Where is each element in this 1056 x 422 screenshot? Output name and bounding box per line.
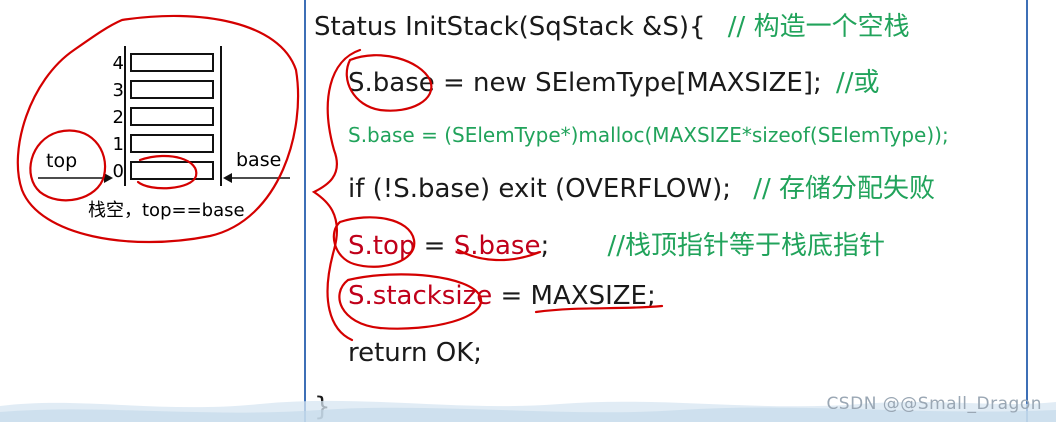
code-comment: // 存储分配失败 bbox=[753, 174, 936, 204]
stack-diagram: 4 3 2 1 0 top base 栈空，top==base bbox=[0, 0, 300, 422]
bottom-wave-decoration bbox=[0, 400, 1056, 422]
base-arrow-head bbox=[223, 173, 232, 183]
code-lhs: S.stacksize bbox=[348, 281, 493, 311]
code-comment: // 构造一个空栈 bbox=[727, 12, 910, 42]
code-text: return OK; bbox=[348, 338, 483, 368]
code-text: Status InitStack(SqStack &S){ bbox=[314, 12, 706, 42]
code-line-4: if (!S.base) exit (OVERFLOW); // 存储分配失败 bbox=[348, 168, 935, 205]
code-comment: //栈顶指针等于栈底指针 bbox=[607, 231, 886, 261]
code-end: ; bbox=[647, 281, 656, 311]
top-arrow-head bbox=[104, 173, 113, 183]
code-line-1: Status InitStack(SqStack &S){ // 构造一个空栈 bbox=[314, 6, 910, 43]
code-line-3: S.base = (SElemType*)malloc(MAXSIZE*size… bbox=[348, 119, 949, 149]
code-line-5: S.top = S.base; //栈顶指针等于栈底指针 bbox=[348, 225, 885, 262]
code-eq: = bbox=[415, 231, 454, 261]
code-eq: = bbox=[492, 281, 531, 311]
code-rhs: S.base bbox=[453, 231, 541, 261]
code-text: S.base = new SElemType[MAXSIZE]; bbox=[348, 68, 822, 98]
code-text: if (!S.base) exit (OVERFLOW); bbox=[348, 174, 731, 204]
code-text-alt: S.base = (SElemType*)malloc(MAXSIZE*size… bbox=[348, 123, 949, 147]
code-line-7: return OK; bbox=[348, 338, 482, 368]
code-lhs: S.top bbox=[348, 231, 416, 261]
code-comment: //或 bbox=[836, 68, 880, 98]
code-rhs: MAXSIZE bbox=[530, 281, 647, 311]
slide-margin bbox=[1028, 0, 1056, 422]
code-line-6: S.stacksize = MAXSIZE; bbox=[348, 281, 656, 311]
code-panel: Status InitStack(SqStack &S){ // 构造一个空栈 … bbox=[304, 0, 1028, 422]
code-line-2: S.base = new SElemType[MAXSIZE]; //或 bbox=[348, 62, 880, 99]
csdn-watermark: CSDN @@Small_Dragon bbox=[826, 394, 1042, 414]
code-end: ; bbox=[540, 231, 550, 261]
stack-empty-caption: 栈空，top==base bbox=[88, 200, 245, 221]
